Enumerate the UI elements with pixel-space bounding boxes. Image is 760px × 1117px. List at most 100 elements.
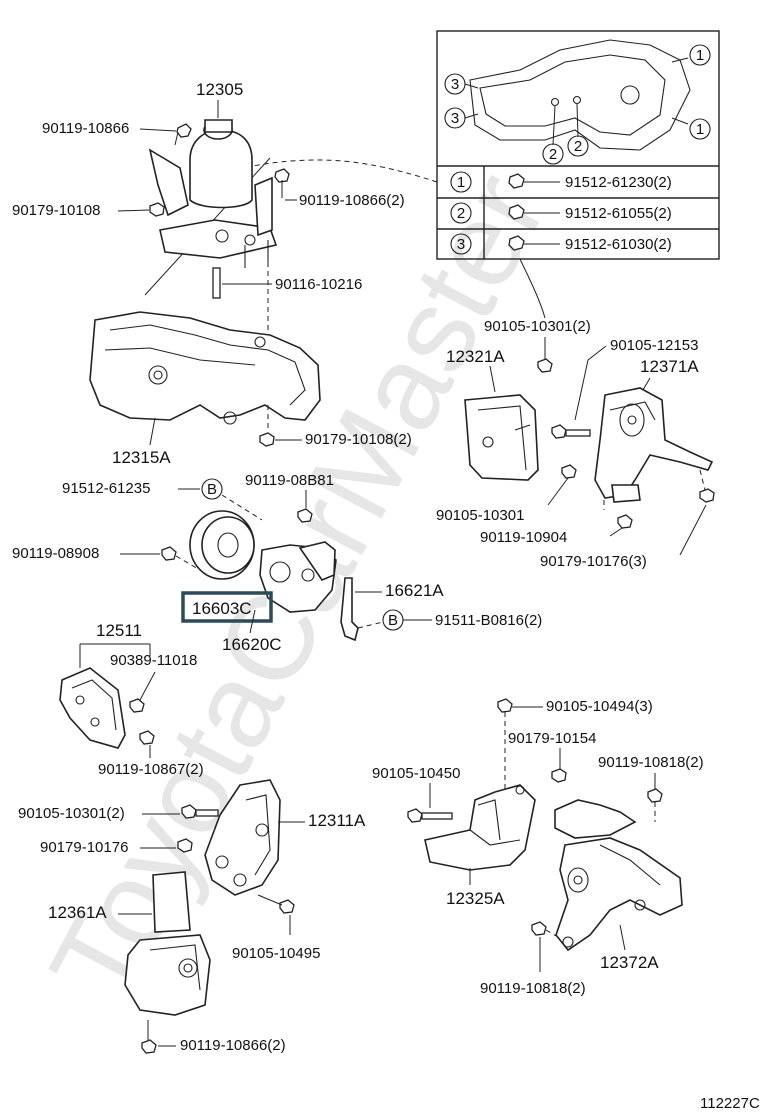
label-90119-10867: 90119-10867(2) bbox=[98, 761, 204, 778]
ref-b-lower-text: B bbox=[388, 612, 398, 629]
label-90119-10818-2b: 90119-10818(2) bbox=[480, 980, 586, 997]
bolt-shank-icon bbox=[421, 812, 453, 820]
nut-icon bbox=[177, 838, 193, 853]
inset-callout-1-top: 1 bbox=[689, 44, 711, 66]
label-90105-10301-2b: 90105-10301(2) bbox=[484, 318, 591, 335]
label-12305: 12305 bbox=[196, 80, 243, 99]
label-16621A: 16621A bbox=[385, 581, 444, 600]
callout-row-1-part: 91512-61230(2) bbox=[565, 174, 672, 191]
part-12372A-mount bbox=[554, 799, 683, 952]
callout-table: 1 91512-61230(2) 2 91512-61055(2) 3 9151… bbox=[437, 165, 719, 259]
callout-row-2-part: 91512-61055(2) bbox=[565, 205, 672, 222]
part-12305-mount bbox=[148, 119, 278, 268]
callout-row-3-key: 3 bbox=[457, 236, 465, 253]
part-16603C-pulley bbox=[189, 510, 337, 613]
label-16620C: 16620C bbox=[222, 635, 282, 654]
label-90389-11018: 90389-11018 bbox=[110, 652, 197, 669]
label-12321A: 12321A bbox=[446, 347, 505, 366]
bolt-icon bbox=[181, 804, 197, 819]
callout-row-2: 2 91512-61055(2) bbox=[450, 202, 672, 224]
label-90119-10866-2b: 90119-10866(2) bbox=[180, 1037, 286, 1054]
label-12372A: 12372A bbox=[600, 953, 659, 972]
ref-b-upper-text: B bbox=[207, 481, 217, 498]
part-12315A-bracket bbox=[89, 311, 321, 425]
nut-icon bbox=[551, 768, 567, 783]
bolt-icon bbox=[274, 168, 290, 183]
label-12325A: 12325A bbox=[446, 889, 505, 908]
inset-callout-1-top-text: 1 bbox=[696, 47, 704, 64]
bolt-icon bbox=[508, 173, 525, 189]
label-12371A: 12371A bbox=[640, 357, 699, 376]
label-91511-B0816: 91511-B0816(2) bbox=[435, 612, 542, 629]
nut-icon bbox=[259, 432, 275, 447]
inset-callout-3-bottom: 3 bbox=[444, 107, 466, 129]
label-12511: 12511 bbox=[96, 621, 142, 640]
label-90105-10495: 90105-10495 bbox=[232, 945, 320, 962]
inset-callout-1-bottom-text: 1 bbox=[696, 121, 704, 138]
part-12511-bracket bbox=[59, 667, 126, 749]
part-12361A-mount bbox=[124, 871, 211, 1016]
bolt-icon bbox=[508, 235, 525, 251]
bolt-shank-icon bbox=[565, 429, 591, 437]
bolt-icon bbox=[139, 730, 155, 745]
ref-b-lower: B bbox=[382, 609, 404, 631]
bolt-icon bbox=[508, 204, 525, 220]
label-90119-08908: 90119-08908 bbox=[12, 545, 99, 562]
bolt-icon bbox=[176, 123, 192, 138]
nut-icon bbox=[149, 202, 165, 217]
inset-callout-2-right: 2 bbox=[567, 135, 589, 157]
label-90119-10866-2: 90119-10866(2) bbox=[299, 192, 405, 209]
inset-callout-2-right-text: 2 bbox=[574, 138, 582, 155]
inset-callout-2-left-text: 2 bbox=[549, 146, 557, 163]
label-90105-10301-2a: 90105-10301(2) bbox=[18, 805, 125, 822]
label-12311A: 12311A bbox=[308, 811, 366, 830]
callout-row-1-key: 1 bbox=[457, 174, 465, 191]
label-90179-10154: 90179-10154 bbox=[508, 730, 596, 747]
part-12321A-bracket bbox=[464, 394, 539, 481]
inset-box: 1 1 3 3 2 2 bbox=[436, 30, 720, 260]
inset-callout-2-left: 2 bbox=[542, 143, 564, 165]
bolt-icon bbox=[141, 1039, 157, 1054]
label-90119-10818-2a: 90119-10818(2) bbox=[598, 754, 704, 771]
label-90179-10108-2: 90179-10108(2) bbox=[305, 431, 412, 448]
ref-b-upper: B bbox=[201, 478, 223, 500]
callout-row-2-key: 2 bbox=[457, 205, 465, 222]
part-12325A-bracket bbox=[424, 784, 536, 871]
bolt-icon bbox=[129, 698, 145, 713]
stud-icon bbox=[212, 267, 221, 299]
inset-callout-3-bottom-text: 3 bbox=[451, 110, 459, 127]
label-90105-10494: 90105-10494(3) bbox=[546, 698, 653, 715]
part-12371A-mount bbox=[594, 387, 714, 503]
callout-row-3: 3 91512-61030(2) bbox=[450, 233, 672, 255]
nut-icon bbox=[699, 488, 715, 503]
label-90179-10108: 90179-10108 bbox=[12, 202, 100, 219]
label-12315A: 12315A bbox=[112, 448, 171, 467]
bolt-icon bbox=[297, 508, 313, 523]
part-12311A-bracket bbox=[204, 779, 281, 896]
callout-row-1: 1 91512-61230(2) bbox=[450, 171, 672, 193]
label-90179-10176: 90179-10176 bbox=[40, 839, 128, 856]
label-90119-10904: 90119-10904 bbox=[480, 529, 567, 546]
bolt-shank-icon bbox=[195, 809, 219, 817]
label-90105-10450: 90105-10450 bbox=[372, 765, 460, 782]
bolt-icon bbox=[561, 464, 577, 479]
label-90119-10866: 90119-10866 bbox=[42, 120, 129, 137]
bolt-icon bbox=[497, 698, 513, 713]
bolt-icon bbox=[551, 424, 567, 439]
bolt-icon bbox=[537, 358, 553, 373]
label-16603C: 16603C bbox=[192, 599, 252, 618]
label-90119-08B81: 90119-08B81 bbox=[245, 472, 334, 489]
diagram-number: 112227C bbox=[700, 1095, 760, 1112]
label-90179-10176-3: 90179-10176(3) bbox=[540, 553, 647, 570]
bolt-icon bbox=[279, 899, 295, 914]
part-16621A-bracket bbox=[340, 577, 359, 642]
callout-row-3-part: 91512-61030(2) bbox=[565, 236, 672, 253]
bolt-icon bbox=[407, 808, 423, 823]
bolt-icon bbox=[617, 514, 633, 529]
label-90116-10216: 90116-10216 bbox=[275, 276, 362, 293]
inset-callout-3-top-text: 3 bbox=[451, 76, 459, 93]
bolt-icon bbox=[161, 546, 177, 561]
inset-callout-1-bottom: 1 bbox=[689, 118, 711, 140]
